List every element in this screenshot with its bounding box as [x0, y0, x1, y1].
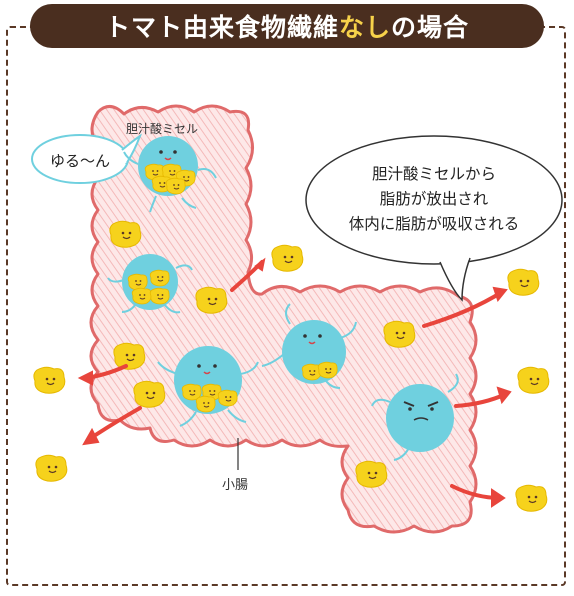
- micelle-label: 胆汁酸ミセル: [126, 122, 199, 136]
- fat-droplet: [355, 460, 388, 488]
- small-intestine: [89, 104, 478, 534]
- speech-bubble: [305, 135, 563, 302]
- micelle-top: [123, 136, 217, 213]
- fat-droplet: [35, 454, 68, 482]
- fat-droplet: [515, 484, 548, 512]
- micelle-bottom: [157, 346, 259, 427]
- bubble-line-3: 体内に脂肪が吸収される: [348, 215, 520, 233]
- micelle-left: [107, 254, 193, 314]
- fat-droplet: [113, 342, 146, 370]
- small-speech-bubble: [31, 133, 143, 184]
- fat-droplet: [195, 286, 228, 314]
- title-suffix: の場合: [391, 13, 470, 42]
- title-bar: トマト由来食物繊維なしの場合: [30, 4, 544, 48]
- fat-droplet: [271, 244, 304, 272]
- fat-droplet: [507, 268, 540, 296]
- bubble-line-1: 胆汁酸ミセルから: [371, 165, 496, 183]
- speech-bubble-text: 胆汁酸ミセルから 脂肪が放出され 体内に脂肪が吸収される: [318, 162, 550, 237]
- fat-droplet: [133, 380, 166, 408]
- bubble-line-2: 脂肪が放出され: [379, 190, 489, 208]
- micelle-right-empty: [371, 373, 459, 461]
- small-intestine-label: 小腸: [222, 478, 249, 493]
- small-speech-text: ゆる〜ん: [49, 152, 110, 170]
- fat-droplet: [517, 366, 550, 394]
- fat-droplet: [109, 220, 142, 248]
- fat-droplet: [383, 320, 416, 348]
- fat-droplet: [33, 366, 66, 394]
- red-arrows: [77, 257, 512, 508]
- title-highlight: なし: [338, 13, 391, 42]
- title-text: トマト由来食物繊維: [104, 13, 339, 42]
- micelle-middle: [261, 303, 357, 389]
